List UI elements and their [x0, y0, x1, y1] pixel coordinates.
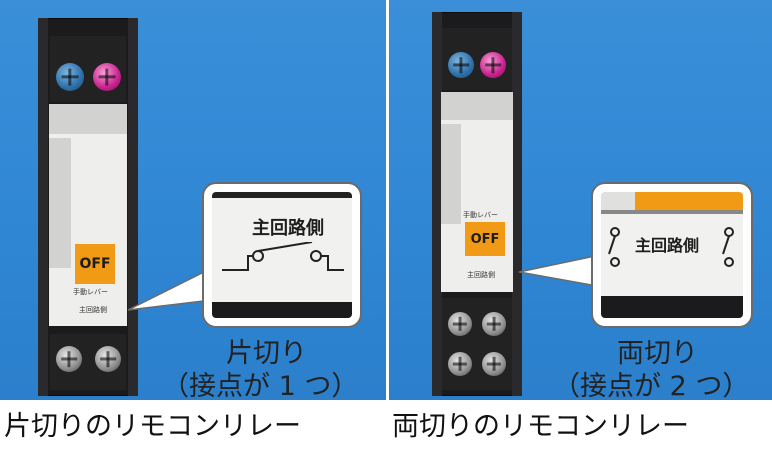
lever-caption: 手動レバー [463, 211, 498, 219]
left-photo: OFF 手動レバー 主回路側 主回路側 片切り （接点が 1 つ） [0, 0, 386, 402]
bottom-terminal-screw [482, 352, 506, 376]
single-pole-relay: OFF 手動レバー 主回路側 [38, 18, 138, 396]
lever-caption: 手動レバー [73, 288, 108, 296]
device-face-label: OFF 手動レバー 主回路側 [49, 104, 127, 326]
double-pole-relay: 手動レバー OFF 主回路側 [432, 12, 522, 396]
manual-lever: OFF [465, 222, 505, 256]
right-caption-title: 両切り [617, 338, 698, 369]
left-caption-title: 片切り [226, 338, 307, 369]
zoom-callout: 主回路側 [202, 182, 362, 328]
blue-terminal-screw [448, 52, 474, 78]
device-face-label: 手動レバー OFF 主回路側 [441, 92, 513, 292]
bottom-terminal-screw [448, 312, 472, 336]
right-photo: 手動レバー OFF 主回路側 主回路側 [389, 0, 772, 402]
pink-terminal-screw [480, 52, 506, 78]
zoom-circuit-label: 主回路側 [252, 218, 324, 239]
blue-terminal-screw [56, 63, 84, 91]
left-caption-note: （接点が 1 つ） [162, 371, 359, 402]
pink-terminal-screw [93, 63, 121, 91]
right-bottom-caption: 両切りのリモコンリレー [392, 411, 689, 442]
bottom-terminal-screw [482, 312, 506, 336]
left-bottom-caption: 片切りのリモコンリレー [4, 411, 301, 442]
bottom-terminal-screw [56, 346, 82, 372]
right-caption-note: （接点が 2 つ） [553, 371, 750, 402]
double-contact-symbol [608, 227, 734, 267]
manual-lever: OFF [75, 244, 115, 284]
bottom-terminal-screw [448, 352, 472, 376]
single-contact-symbol [222, 242, 344, 271]
zoom-callout: 主回路側 [591, 182, 753, 328]
circuit-caption: 主回路側 [79, 306, 107, 314]
bottom-terminal-screw [95, 346, 121, 372]
circuit-caption: 主回路側 [467, 271, 495, 279]
zoom-circuit-label: 主回路側 [635, 236, 700, 255]
